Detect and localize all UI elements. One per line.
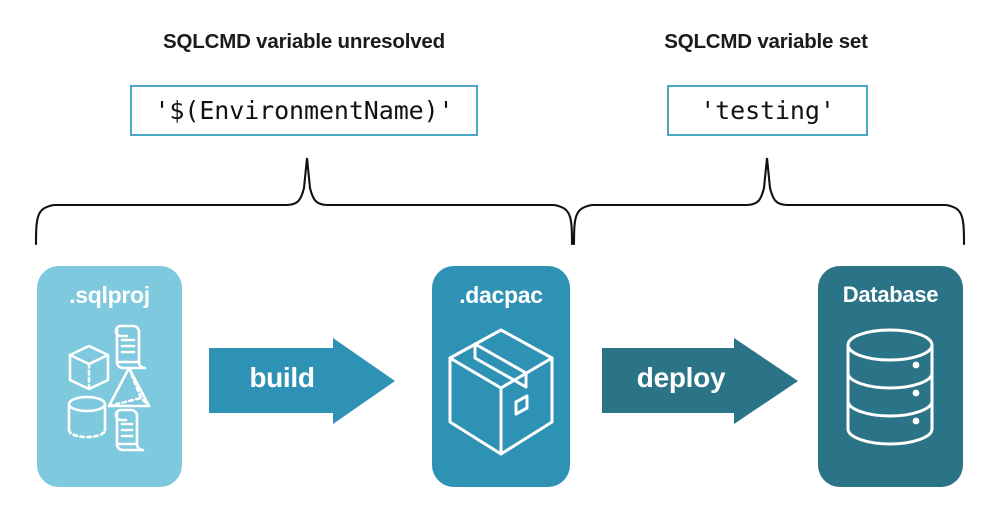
- database-cylinder-icon: [846, 328, 934, 446]
- stage-card-sqlproj[interactable]: .sqlproj: [37, 266, 182, 487]
- value-box-set: 'testing': [667, 85, 868, 136]
- value-text-unresolved: '$(EnvironmentName)': [154, 96, 454, 125]
- arrow-build: [209, 338, 395, 424]
- arrow-label-deploy: deploy: [636, 362, 726, 393]
- stage-label-dacpac: .dacpac: [459, 282, 543, 308]
- sqlproj-artifacts-group: [67, 324, 151, 452]
- value-box-unresolved: '$(EnvironmentName)': [130, 85, 478, 136]
- value-text-set: 'testing': [700, 96, 835, 125]
- arrow-label-build: build: [249, 362, 315, 393]
- group-heading-unresolved: SQLCMD variable unresolved: [163, 30, 445, 53]
- cube-icon: [68, 344, 110, 391]
- brace-connector-left: [34, 157, 574, 245]
- pyramid-icon: [107, 366, 151, 408]
- cylinder-icon: [67, 395, 107, 439]
- stage-label-sqlproj: .sqlproj: [69, 282, 150, 308]
- scroll-icon: [114, 324, 147, 370]
- scroll-icon: [114, 408, 145, 452]
- group-heading-set: SQLCMD variable set: [664, 30, 868, 53]
- stage-card-dacpac[interactable]: .dacpac: [432, 266, 570, 487]
- arrow-deploy: [602, 338, 798, 424]
- stage-label-database: Database: [842, 282, 939, 307]
- brace-connector-right: [572, 157, 966, 245]
- package-box-icon: [448, 328, 554, 456]
- stage-card-database[interactable]: Database: [818, 266, 963, 487]
